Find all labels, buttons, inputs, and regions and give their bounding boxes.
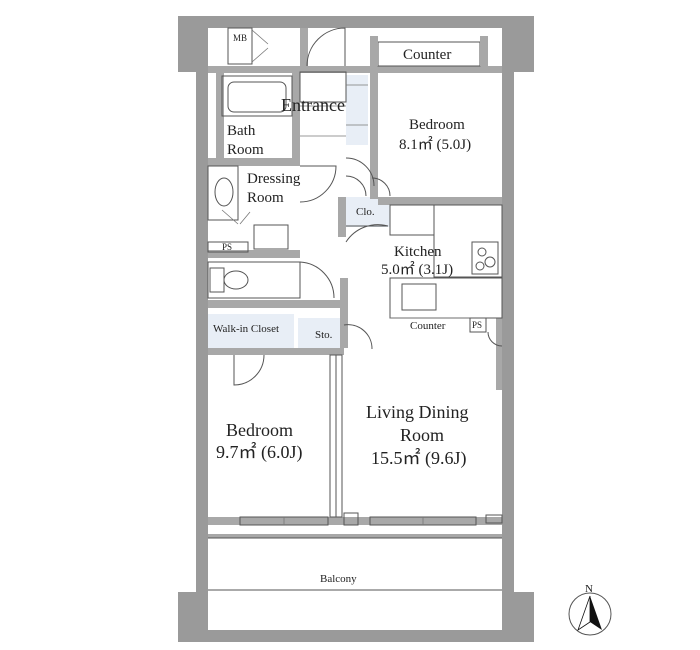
ldr-name-line1: Living Dining: [366, 402, 469, 422]
clo-label: Clo.: [356, 206, 375, 218]
ps-left-label: PS: [222, 242, 232, 252]
bath-fixtures: [221, 75, 346, 137]
dressing-label-line2: Room: [247, 190, 284, 206]
balcony-label: Balcony: [320, 573, 357, 585]
bedroom1-doors: [345, 84, 391, 243]
bath-label-line2: Room: [227, 142, 264, 158]
bedroom1-name: Bedroom: [409, 117, 465, 133]
bedroom1-area: 8.1㎡ (5.0J): [399, 136, 471, 153]
entrance-label: Entrance: [281, 95, 345, 115]
closet-doors: [233, 324, 373, 386]
outer-walls: [178, 16, 534, 642]
room-fills: [208, 28, 502, 630]
entrance-door: [299, 27, 347, 103]
walkin-closet-label: Walk-in Closet: [213, 323, 279, 335]
dressing-label-line1: Dressing: [247, 171, 301, 187]
north-arrow-icon: [590, 596, 602, 630]
ldr-name-line2: Room: [400, 425, 444, 445]
sto-label: Sto.: [315, 329, 333, 341]
toilet: [207, 261, 335, 299]
bedroom2-area: 9.7㎡ (6.0J): [216, 441, 303, 463]
bedroom2-name: Bedroom: [226, 420, 293, 440]
interior-walls: [208, 66, 502, 538]
ldr-area: 15.5㎡ (9.6J): [371, 447, 467, 469]
mb-label: MB: [233, 33, 247, 43]
top-fixtures: [227, 27, 488, 67]
windows: [208, 512, 503, 591]
north-label: N: [585, 583, 593, 595]
north-arrow: N: [568, 583, 612, 636]
sliding-door: [329, 354, 343, 518]
bath-label-line1: Bath: [227, 123, 256, 139]
kitchen-fixtures: [389, 204, 503, 347]
ps-right-label: PS: [472, 320, 482, 330]
counter-top-label: Counter: [403, 47, 451, 63]
dressing-fixtures: [207, 165, 337, 253]
kitchen-area: 5.0㎡ (3.1J): [381, 261, 453, 278]
counter-kitchen-label: Counter: [410, 320, 446, 332]
kitchen-name: Kitchen: [394, 244, 442, 260]
